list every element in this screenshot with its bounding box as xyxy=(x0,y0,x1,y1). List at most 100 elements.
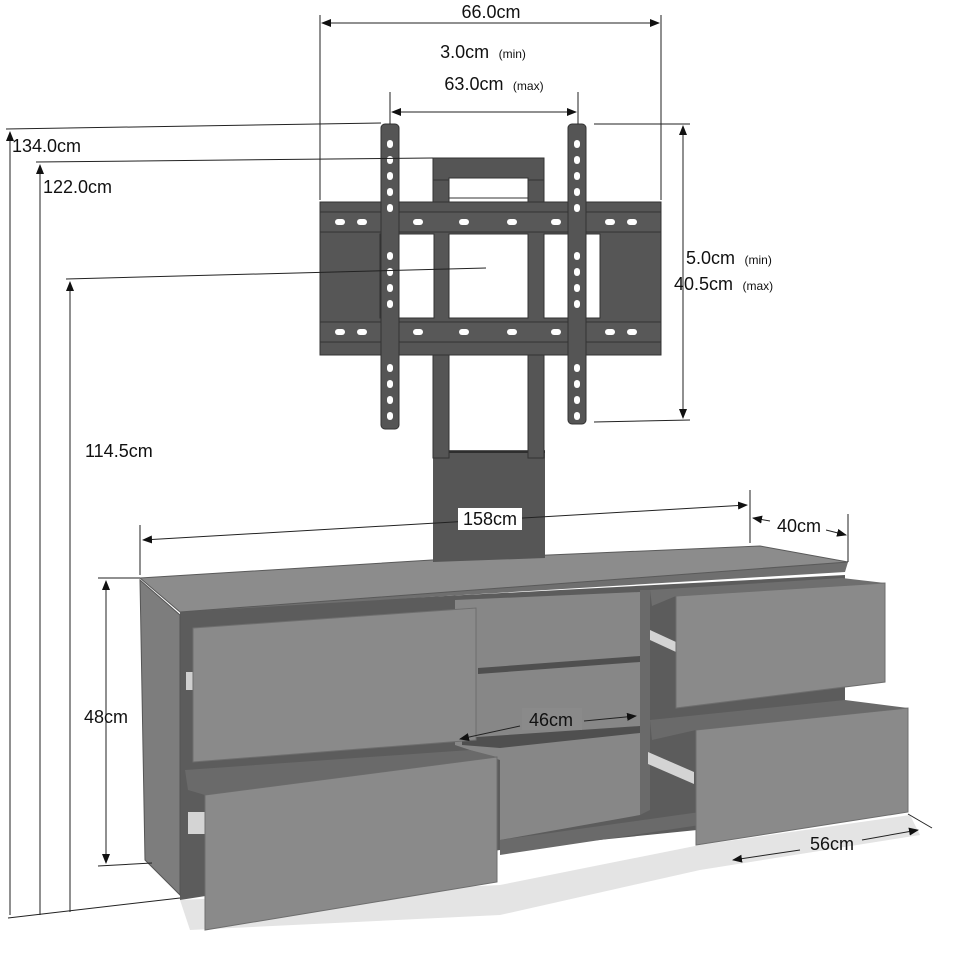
label-cabinet-height: 48cm xyxy=(84,707,128,727)
bracket-hole xyxy=(574,252,580,260)
label-bg-40 xyxy=(772,514,826,536)
plate-window-center xyxy=(448,233,529,319)
dim-56-left xyxy=(732,849,801,863)
mount-plate xyxy=(319,123,662,430)
mount-slot xyxy=(335,329,345,335)
ground-line xyxy=(7,897,181,919)
bracket-hole xyxy=(574,284,580,292)
mount-slot xyxy=(551,329,561,335)
bracket-hole xyxy=(574,396,580,404)
bracket-hole xyxy=(387,412,393,420)
bracket-hole xyxy=(574,300,580,308)
dim-56-right xyxy=(861,827,919,841)
dim-40-right xyxy=(825,528,847,537)
label-cabinet-width: 158cm xyxy=(463,509,517,529)
label-spacing-max-value: 63.0cm xyxy=(444,74,503,94)
mount-slot xyxy=(459,219,469,225)
label-spacing-min: 3.0cm (min) xyxy=(440,42,526,62)
bracket-hole xyxy=(387,140,393,148)
cabinet xyxy=(138,545,920,931)
drawer-front-right-top xyxy=(675,582,886,709)
center-divider xyxy=(640,590,650,815)
bracket-hole xyxy=(387,300,393,308)
label-vertical-min-value: 5.0cm xyxy=(686,248,735,268)
bracket-hole xyxy=(574,188,580,196)
bracket-hole xyxy=(387,268,393,276)
drawer-body-right-top xyxy=(650,578,885,606)
bracket-hole xyxy=(574,172,580,180)
label-spacing-max-note: (max) xyxy=(513,79,544,93)
mount-slot xyxy=(459,329,469,335)
bracket-hole xyxy=(387,156,393,164)
mount-slot xyxy=(357,219,367,225)
label-cabinet-depth: 40cm xyxy=(777,516,821,536)
label-bracket-width: 66.0cm xyxy=(461,2,520,22)
ext-114-top xyxy=(65,267,487,280)
label-spacing-min-value: 3.0cm xyxy=(440,42,489,62)
drawer-front-left-bottom xyxy=(204,756,498,931)
label-height-center: 114.5cm xyxy=(85,441,153,461)
dim-40-left xyxy=(752,515,771,524)
dim-46-right xyxy=(583,712,637,722)
bracket-hole xyxy=(387,396,393,404)
drawer-body-right-bottom xyxy=(650,700,908,740)
bracket-hole xyxy=(387,284,393,292)
mount-slot xyxy=(605,329,615,335)
bracket-hole xyxy=(387,364,393,372)
mount-slot xyxy=(627,329,637,335)
bracket-hole xyxy=(574,380,580,388)
mount-slot xyxy=(551,219,561,225)
label-height-post: 122.0cm xyxy=(43,177,112,197)
bracket-hole xyxy=(387,172,393,180)
ext-122-top xyxy=(35,157,434,163)
ext-vert-bottom xyxy=(593,419,691,423)
label-shelf-width: 46cm xyxy=(529,710,573,730)
mount-slot xyxy=(413,219,423,225)
mount-slot xyxy=(507,219,517,225)
plate-slots xyxy=(335,219,637,335)
cabinet-base xyxy=(500,812,700,855)
bracket-hole xyxy=(387,188,393,196)
label-vertical-max-note: (max) xyxy=(742,279,773,293)
label-vertical-min: 5.0cm (min) xyxy=(686,248,772,268)
bracket-hole xyxy=(387,380,393,388)
post-lower xyxy=(433,450,545,562)
label-drawer-depth: 56cm xyxy=(810,834,854,854)
label-bg-158 xyxy=(458,508,522,530)
mount-slot xyxy=(335,219,345,225)
label-vertical-max-value: 40.5cm xyxy=(674,274,733,294)
mount-slot xyxy=(627,219,637,225)
cabinet-top xyxy=(138,545,849,613)
ext-134-top xyxy=(5,122,382,130)
mount-slot xyxy=(413,329,423,335)
mount-slot xyxy=(357,329,367,335)
drawer-front-left-top xyxy=(192,607,477,763)
label-bg-46 xyxy=(522,708,582,730)
label-height-total: 134.0cm xyxy=(12,136,81,156)
dimension-labels: 66.0cm 3.0cm (min) 63.0cm (max) 134.0cm … xyxy=(12,2,854,854)
dim-158-arrow xyxy=(142,501,748,544)
runner-left-bottom xyxy=(188,812,208,834)
center-shelf-lower xyxy=(462,726,640,748)
mount-slot xyxy=(507,329,517,335)
bracket-hole xyxy=(574,412,580,420)
center-shelf-upper xyxy=(478,656,640,674)
bracket-hole xyxy=(574,156,580,164)
bracket-hole xyxy=(574,268,580,276)
ext-56-right xyxy=(907,813,933,829)
cabinet-left-side xyxy=(139,578,181,897)
bracket-hole xyxy=(387,204,393,212)
bracket-hole xyxy=(387,252,393,260)
bracket-hole xyxy=(574,140,580,148)
dim-46-left xyxy=(459,725,521,742)
dimension-lines xyxy=(5,15,933,919)
ext-48-bottom xyxy=(97,862,153,867)
runner-right-bottom xyxy=(648,752,694,784)
label-vertical-min-note: (min) xyxy=(744,253,771,267)
runner-right-top xyxy=(650,630,676,652)
bracket-hole xyxy=(574,204,580,212)
bracket-hole xyxy=(574,364,580,372)
post-top-window xyxy=(448,177,529,199)
runner-left-top xyxy=(186,672,194,690)
